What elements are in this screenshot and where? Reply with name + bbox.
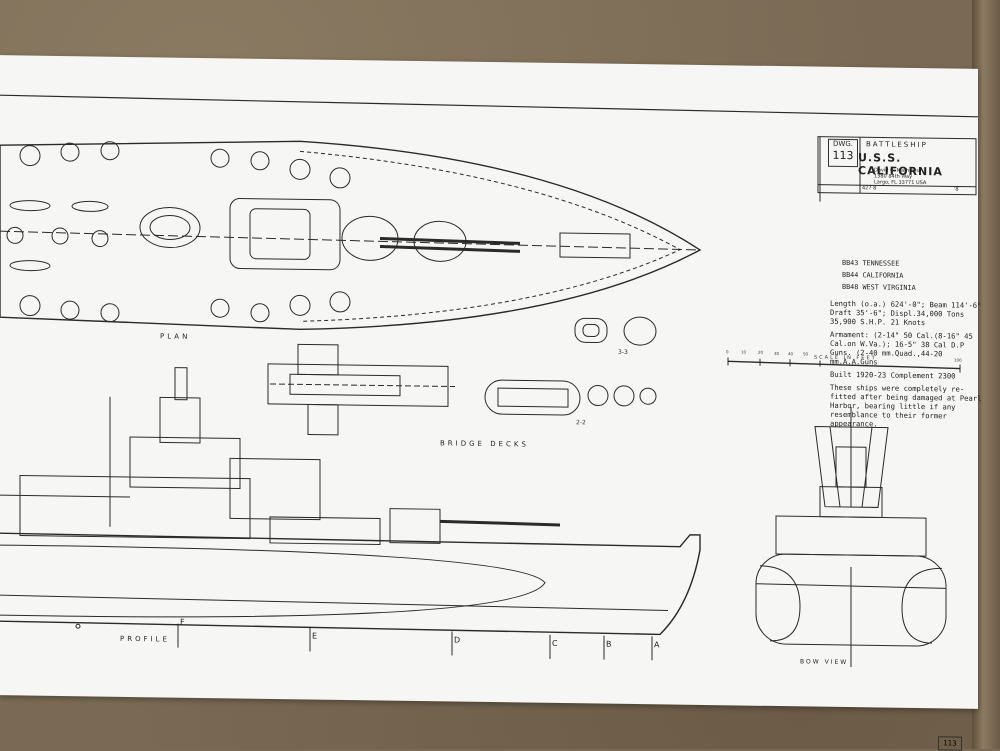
bow-deck-structure — [775, 515, 927, 557]
author-line-3: Largo, FL 33771 USA — [874, 179, 927, 187]
plan-turret-1-inner — [149, 215, 191, 241]
plan-boat-2 — [9, 260, 51, 272]
bow-bulge-left — [759, 565, 801, 642]
profile-stations — [75, 623, 653, 661]
bridge-decks-label: BRIDGE DECKS — [440, 439, 529, 449]
blueprint-sheet: DWG. 113 BATTLESHIP U.S.S. CALIFORNIA Da… — [0, 55, 981, 751]
scale-tick-label: 0 — [726, 349, 729, 355]
ship-item: BB48 WEST VIRGINIA — [842, 282, 916, 292]
plan-centerline — [0, 230, 701, 251]
station-marker: D — [454, 635, 461, 645]
plan-forecastle-block — [559, 232, 631, 259]
bridge-deck-1-centerline — [270, 383, 455, 388]
bridge-deck-2 — [484, 379, 581, 416]
profile-gun-barrel — [439, 519, 561, 527]
plan-boat-1 — [9, 200, 51, 212]
section-33-label: 3-3 — [618, 348, 628, 356]
scale-tick-label: 50 — [803, 351, 809, 357]
station-marker: E — [312, 631, 318, 641]
bridge-deck-1-tower — [297, 343, 339, 376]
section-33-left — [574, 317, 608, 344]
profile-bulge — [0, 544, 546, 618]
plan-superstructure — [229, 198, 341, 271]
ship-type: BATTLESHIP — [866, 140, 928, 150]
author-info: David C. Mathews 1380 84th Way Largo, FL… — [874, 167, 926, 186]
station-marker: F — [180, 617, 185, 627]
profile-aft-deck — [0, 494, 130, 498]
bridge-deck-2-mount-c — [639, 387, 657, 405]
title-block: DWG. 113 BATTLESHIP U.S.S. CALIFORNIA Da… — [818, 137, 978, 263]
spec-note: These ships were completely re- fitted a… — [830, 382, 982, 429]
bow-view-label: BOW VIEW — [800, 658, 849, 667]
section-22-label: 2-2 — [576, 419, 586, 427]
bridge-deck-2-mount-b — [613, 385, 635, 407]
spec-armament: Armament: (2-14" 50 Cal.(8-16" 45 Cal.on… — [830, 329, 973, 367]
ship-list: BB43 TENNESSEE BB44 CALIFORNIA BB48 WEST… — [842, 257, 990, 295]
profile-turret-fwd — [389, 508, 441, 544]
plan-turret-1 — [139, 207, 201, 249]
border-top-line — [0, 94, 978, 118]
plan-boat-3 — [71, 200, 109, 212]
profile-tower — [159, 396, 201, 444]
profile-waterline — [0, 594, 669, 611]
bridge-deck-1 — [267, 363, 449, 407]
sheet-number: 113 — [938, 736, 962, 751]
dwg-box: DWG. 113 — [828, 138, 858, 168]
title-block-bottom-line — [818, 184, 976, 188]
scale-tick-label: 100 — [954, 357, 962, 363]
scale-label: SCALE IN FEET — [814, 354, 877, 362]
ref-right: '8 — [954, 186, 959, 193]
specifications-block: BB43 TENNESSEE BB44 CALIFORNIA BB48 WEST… — [830, 257, 990, 434]
profile-deckhouse — [269, 516, 381, 545]
station-marker: A — [654, 640, 660, 650]
spec-built: Built 1920-23 Complement 2300 — [830, 369, 956, 381]
profile-label: PROFILE — [120, 634, 171, 644]
ref-left: 427 8 — [862, 185, 877, 192]
profile-hull-outline — [0, 532, 701, 636]
scale-tick-label: 10 — [741, 349, 747, 355]
plan-label: PLAN — [160, 332, 191, 341]
scale-tick-label: 40 — [788, 351, 794, 357]
blueprint-drawing — [0, 94, 978, 668]
dwg-label: DWG. — [833, 139, 853, 149]
station-marker: B — [606, 639, 612, 649]
profile-funnel-block — [229, 457, 321, 521]
scale-tick-label: 30 — [774, 350, 780, 357]
profile-superstructure — [19, 474, 251, 540]
bridge-deck-2-inner — [497, 387, 569, 408]
station-marker: C — [552, 638, 558, 648]
scale-bar — [727, 360, 961, 370]
scale-tick-label: 20 — [758, 349, 764, 355]
spec-dimensions: Length (o.a.) 624'-0"; Beam 114'-6" Draf… — [830, 298, 982, 328]
bridge-deck-1-lower — [307, 403, 339, 436]
plan-hull-outline — [0, 140, 702, 331]
section-33-left-inner — [582, 323, 600, 337]
plan-gun-barrels-b — [379, 244, 521, 253]
bow-bulge-right — [901, 567, 943, 644]
dwg-number: 113 — [832, 148, 854, 163]
plan-deck-edge — [299, 150, 682, 322]
plan-funnel-base — [249, 208, 311, 260]
title-block-frame — [817, 136, 977, 196]
profile-mast — [174, 367, 188, 401]
plan-aa-mounts — [6, 141, 351, 323]
plan-gun-barrels-a — [379, 236, 521, 245]
section-33-right — [623, 316, 657, 346]
profile-bridge — [129, 436, 241, 490]
bridge-deck-2-mount-a — [587, 385, 609, 407]
bow-rigging — [814, 426, 889, 508]
